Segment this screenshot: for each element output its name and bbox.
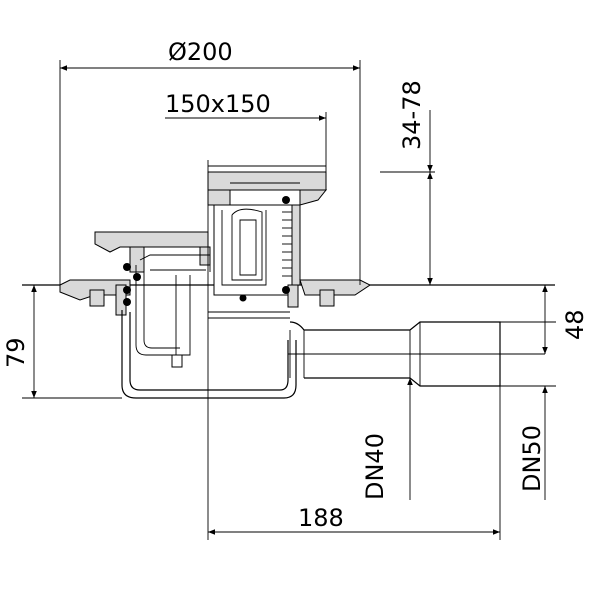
drain-body bbox=[121, 265, 297, 399]
diameter-label: Ø200 bbox=[168, 38, 233, 66]
outlet-height-label: 48 bbox=[561, 309, 589, 340]
dn50-label: DN50 bbox=[518, 425, 546, 492]
flange-plate bbox=[59, 279, 371, 316]
dimension-grate: 150x150 bbox=[165, 90, 327, 172]
seal-rings bbox=[123, 196, 290, 306]
dimension-height-range: 34-78 bbox=[380, 80, 435, 285]
grate-label: 150x150 bbox=[165, 90, 271, 118]
upper-frame bbox=[207, 165, 328, 206]
dimension-dn50: DN50 bbox=[518, 386, 548, 500]
dimension-dn40: DN40 bbox=[361, 378, 413, 500]
dimension-diameter: Ø200 bbox=[59, 38, 361, 285]
riser-tube bbox=[213, 204, 301, 296]
dn40-label: DN40 bbox=[361, 433, 389, 500]
total-height-label: 79 bbox=[2, 337, 30, 368]
dimension-total-height: 79 bbox=[2, 285, 122, 399]
height-range-label: 34-78 bbox=[398, 80, 426, 150]
outlet-pipe bbox=[288, 321, 545, 387]
dimension-length: 188 bbox=[207, 160, 501, 540]
dimension-outlet-height: 48 bbox=[500, 285, 589, 387]
lower-frame bbox=[94, 231, 211, 273]
length-label: 188 bbox=[298, 504, 344, 532]
